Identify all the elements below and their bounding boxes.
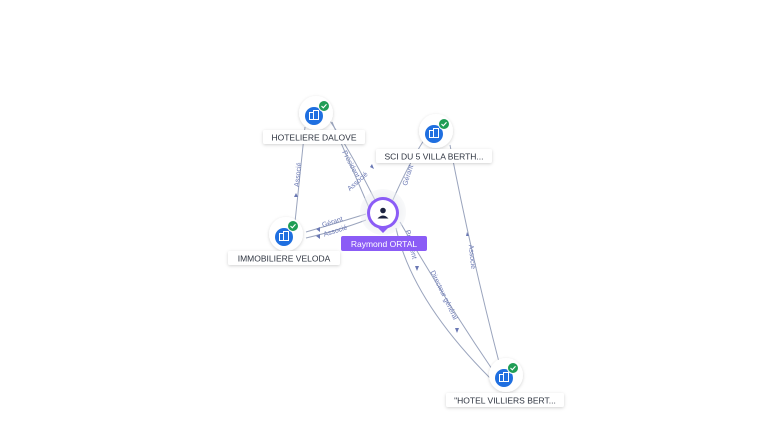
node-hotel-villiers[interactable]: "HOTEL VILLIERS BERT... (446, 358, 564, 407)
node-label: SCI DU 5 VILLA BERTH... (384, 152, 483, 162)
node-immobiliere-veloda[interactable]: IMMOBILIERE VELODA (228, 217, 340, 265)
edge-label: Directeur général (428, 270, 458, 322)
edge-sci-hotel[interactable]: Associé (449, 144, 501, 367)
building-icon (279, 231, 289, 241)
arrow-icon (455, 328, 459, 333)
node-label: IMMOBILIERE VELODA (238, 254, 331, 264)
arrow-icon (370, 164, 374, 169)
node-sci-du-5-villa[interactable]: SCI DU 5 VILLA BERTH... (376, 114, 492, 163)
person-icon (377, 207, 389, 219)
arrow-icon (294, 193, 298, 197)
building-icon (309, 110, 319, 120)
arrow-icon (415, 266, 419, 271)
check-icon (287, 220, 299, 232)
node-person-raymond-ortal[interactable]: Raymond ORTAL (341, 189, 427, 251)
edge-label: Gérant (402, 164, 415, 187)
arrow-icon (316, 227, 320, 232)
building-icon (499, 372, 509, 382)
building-icon (429, 128, 439, 138)
node-label: "HOTEL VILLIERS BERT... (454, 396, 556, 406)
arrow-icon (316, 234, 320, 239)
edge-label: Associé (294, 162, 304, 187)
node-label: HOTELIERE DALOVE (271, 133, 356, 143)
check-icon (507, 362, 519, 374)
node-label: Raymond ORTAL (351, 239, 418, 249)
check-icon (318, 100, 330, 112)
check-icon (438, 118, 450, 130)
edge-label: Associé (467, 244, 477, 269)
node-hoteliere-dalove[interactable]: HOTELIERE DALOVE (263, 96, 365, 144)
arrow-icon (466, 232, 469, 236)
